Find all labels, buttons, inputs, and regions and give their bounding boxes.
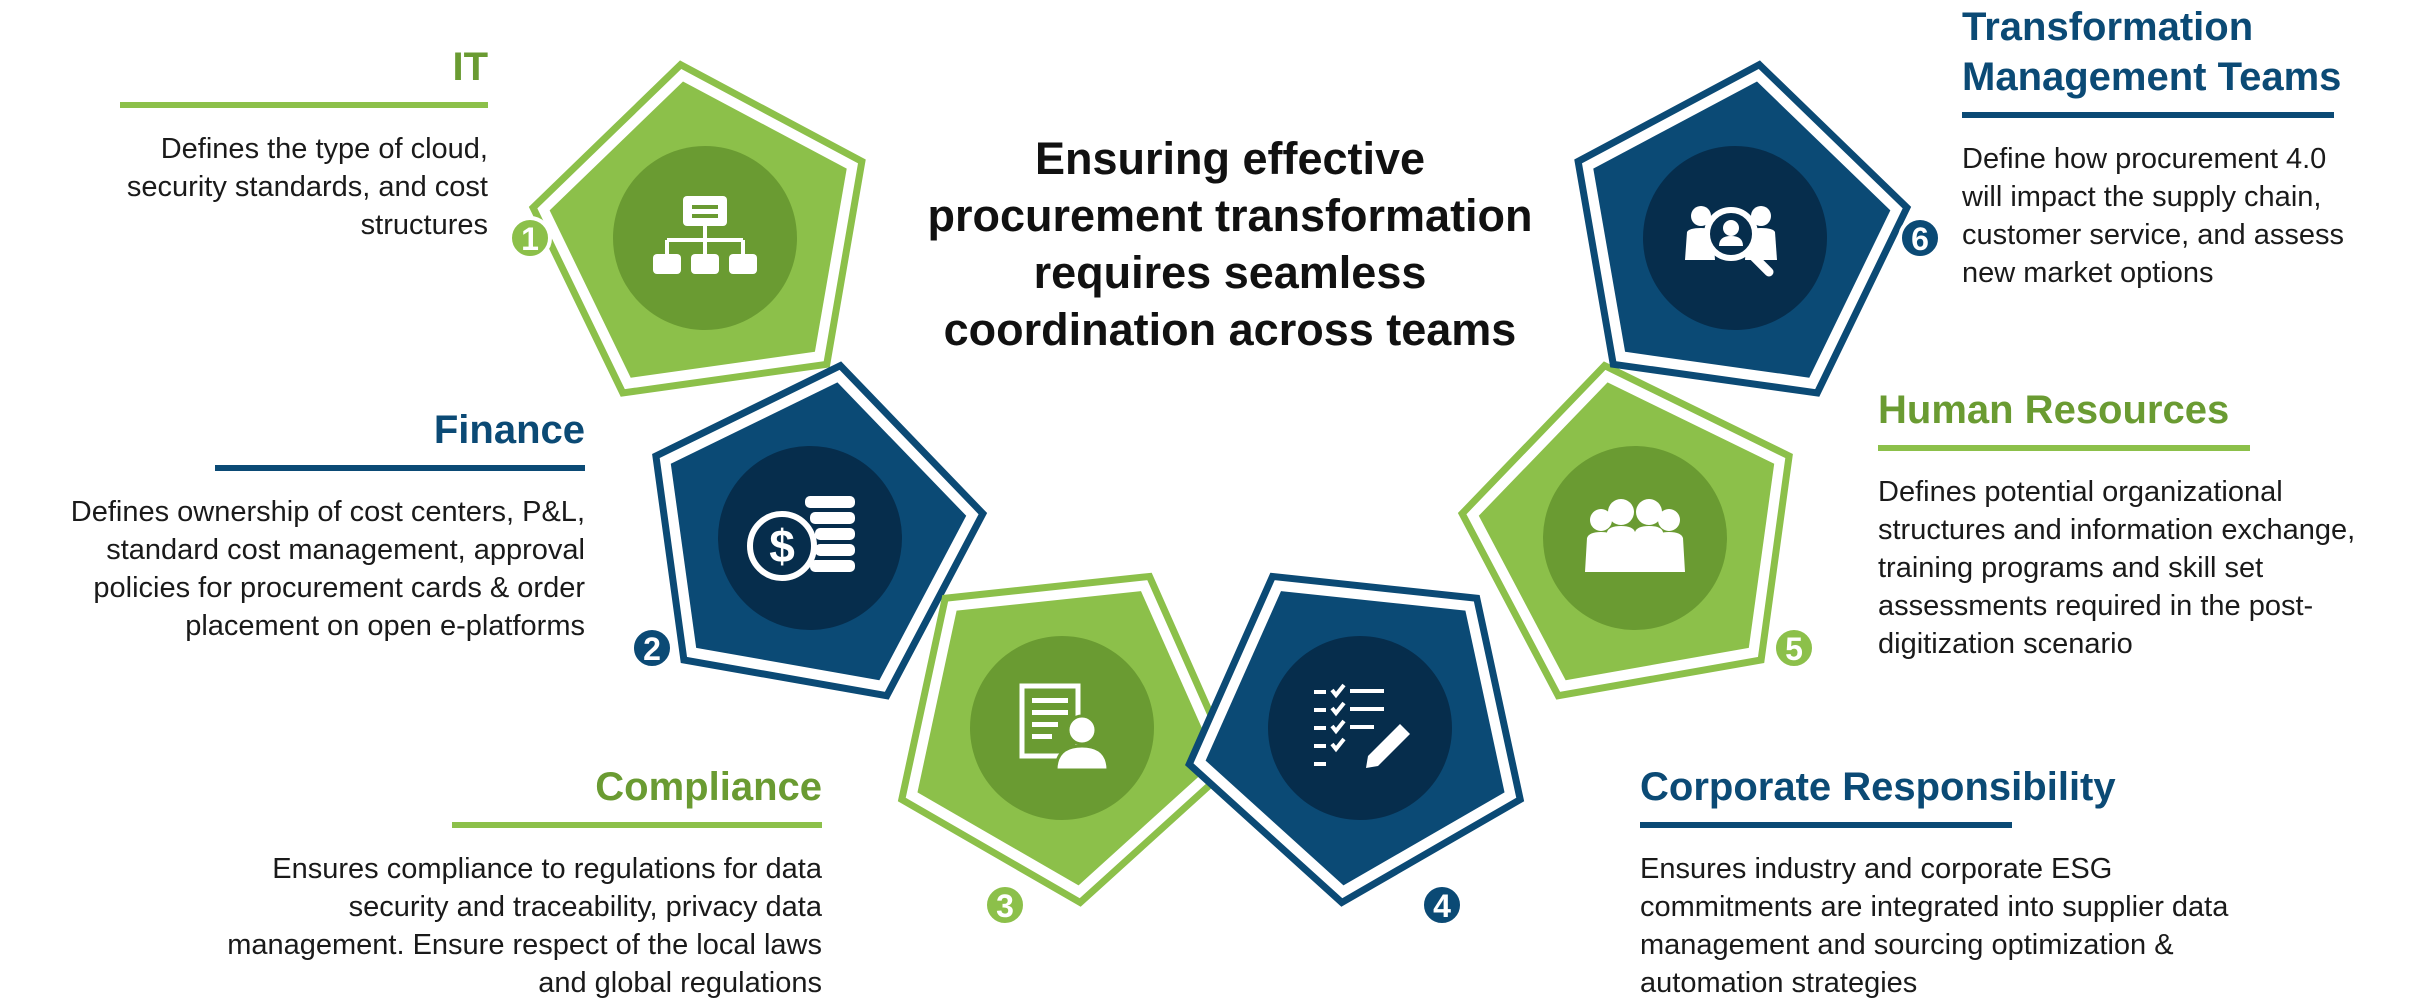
people-search-icon bbox=[1685, 206, 1777, 277]
team-description: Ensures industry and corporate ESG commi… bbox=[1640, 853, 2229, 999]
svg-text:$: $ bbox=[769, 520, 795, 572]
title-rule bbox=[1640, 822, 2012, 828]
team-title: Compliance bbox=[595, 765, 822, 809]
team-transformation-management: Transformation Management Teams Define h… bbox=[1962, 2, 2382, 292]
svg-text:2: 2 bbox=[643, 631, 661, 667]
badge-4: 4 bbox=[1420, 883, 1464, 927]
team-title: Finance bbox=[433, 408, 585, 452]
svg-text:3: 3 bbox=[996, 888, 1014, 924]
team-people-icon bbox=[1585, 499, 1685, 572]
team-description: Defines potential organizational structu… bbox=[1878, 476, 2356, 660]
team-description: Defines ownership of cost centers, P&L, … bbox=[70, 496, 585, 642]
title-rule bbox=[452, 822, 822, 828]
badge-6: 6 bbox=[1898, 216, 1942, 260]
document-user-icon bbox=[1019, 683, 1110, 772]
org-chart-icon bbox=[653, 196, 757, 274]
badge-5: 5 bbox=[1772, 626, 1816, 670]
team-finance: Finance Defines ownership of cost center… bbox=[5, 405, 585, 645]
team-title: Corporate Responsibility bbox=[1640, 765, 2116, 809]
team-human-resources: Human Resources Defines potential organi… bbox=[1878, 385, 2418, 663]
badge-3: 3 bbox=[983, 883, 1027, 927]
team-title: Transformation Management Teams bbox=[1962, 5, 2342, 99]
svg-text:5: 5 bbox=[1785, 631, 1803, 667]
pentagon-5 bbox=[1441, 337, 1823, 707]
team-it: IT Defines the type of cloud, security s… bbox=[120, 42, 488, 244]
svg-text:4: 4 bbox=[1433, 888, 1451, 924]
team-description: Define how procurement 4.0 will impact t… bbox=[1962, 143, 2344, 289]
team-corporate-responsibility: Corporate Responsibility Ensures industr… bbox=[1640, 762, 2260, 1002]
team-compliance: Compliance Ensures compliance to regulat… bbox=[200, 762, 822, 1002]
team-title: Human Resources bbox=[1878, 388, 2230, 432]
team-title: IT bbox=[452, 45, 488, 89]
dollar-coins-icon: $ bbox=[747, 496, 855, 581]
team-description: Ensures compliance to regulations for da… bbox=[227, 853, 822, 999]
badge-2: 2 bbox=[630, 626, 674, 670]
title-rule bbox=[215, 465, 585, 471]
title-rule bbox=[1962, 112, 2334, 118]
title-rule bbox=[1878, 445, 2250, 451]
badge-1: 1 bbox=[508, 216, 552, 260]
svg-text:1: 1 bbox=[521, 221, 539, 257]
svg-text:6: 6 bbox=[1911, 221, 1929, 257]
checklist-pen-icon bbox=[1314, 683, 1410, 768]
title-rule bbox=[120, 102, 488, 108]
team-description: Defines the type of cloud, security stan… bbox=[126, 133, 488, 241]
center-title: Ensuring effective procurement transform… bbox=[927, 133, 1533, 355]
